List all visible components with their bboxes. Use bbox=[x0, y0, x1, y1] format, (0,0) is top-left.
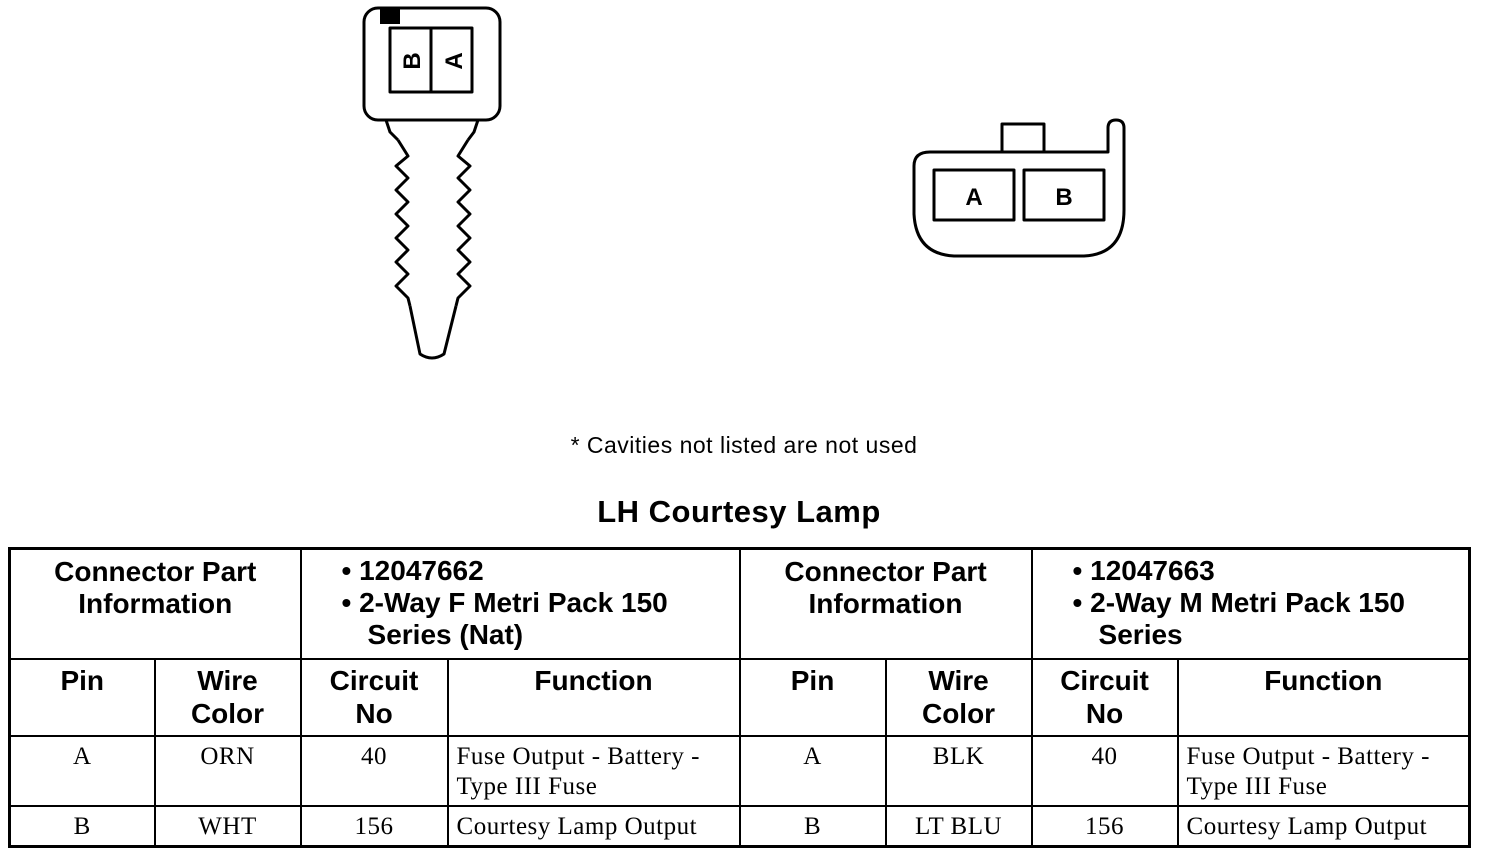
left-info-label: Connector Part Information bbox=[8, 547, 302, 660]
female-connector-drawing bbox=[362, 6, 502, 360]
right-row-b-wire-color: LT BLU bbox=[884, 804, 1033, 848]
table-row: A ORN 40 Fuse Output - Battery - Type II… bbox=[8, 734, 1471, 807]
left-row-a-function: Fuse Output - Battery - Type III Fuse bbox=[446, 734, 741, 807]
female-cavity-label-a: A bbox=[441, 52, 468, 69]
right-function-header: Function bbox=[1176, 657, 1471, 737]
left-wire-color-header: Wire Color bbox=[153, 657, 302, 737]
male-cavity-label-a: A bbox=[965, 184, 982, 211]
right-row-b-circuit-no: 156 bbox=[1030, 804, 1179, 848]
unused-cavities-note: * Cavities not listed are not used bbox=[570, 432, 918, 458]
right-row-b-pin: B bbox=[738, 804, 887, 848]
left-function-header: Function bbox=[446, 657, 741, 737]
female-cavity-label-b: B bbox=[399, 52, 426, 69]
connector-pinout-table: Connector Part Information • 12047662 • … bbox=[8, 547, 1472, 848]
left-part-description: • 2-Way F Metri Pack 150 Series (Nat) bbox=[341, 587, 668, 650]
right-part-info: • 12047663 • 2-Way M Metri Pack 150 Seri… bbox=[1030, 547, 1471, 660]
left-row-a-wire-color: ORN bbox=[153, 734, 302, 807]
table-title: LH Courtesy Lamp bbox=[597, 494, 881, 529]
right-part-number: • 12047663 bbox=[1072, 555, 1215, 586]
left-row-b-pin: B bbox=[8, 804, 156, 848]
left-row-b-circuit-no: 156 bbox=[299, 804, 449, 848]
left-part-info: • 12047662 • 2-Way F Metri Pack 150 Seri… bbox=[299, 547, 741, 660]
left-row-a-pin: A bbox=[8, 734, 156, 807]
male-connector-drawing bbox=[912, 118, 1126, 258]
column-header-row: Pin Wire Color Circuit No Function Pin W… bbox=[8, 657, 1471, 737]
right-circuit-no-header: Circuit No bbox=[1030, 657, 1179, 737]
male-cavity-label-b: B bbox=[1055, 184, 1072, 211]
right-wire-color-header: Wire Color bbox=[884, 657, 1033, 737]
right-part-description: • 2-Way M Metri Pack 150 Series bbox=[1072, 587, 1406, 650]
right-row-a-function: Fuse Output - Battery - Type III Fuse bbox=[1176, 734, 1471, 807]
pin-one-marker bbox=[380, 8, 400, 24]
right-pin-header: Pin bbox=[738, 657, 887, 737]
right-row-b-function: Courtesy Lamp Output bbox=[1176, 804, 1471, 848]
left-pin-header: Pin bbox=[8, 657, 156, 737]
right-row-a-pin: A bbox=[738, 734, 887, 807]
part-info-row: Connector Part Information • 12047662 • … bbox=[8, 547, 1471, 660]
left-row-b-wire-color: WHT bbox=[153, 804, 302, 848]
right-row-a-circuit-no: 40 bbox=[1030, 734, 1179, 807]
left-row-b-function: Courtesy Lamp Output bbox=[446, 804, 741, 848]
connector-illustrations: B A A B bbox=[362, 6, 1126, 360]
left-row-a-circuit-no: 40 bbox=[299, 734, 449, 807]
right-row-a-wire-color: BLK bbox=[884, 734, 1033, 807]
table-row: B WHT 156 Courtesy Lamp Output B LT BLU … bbox=[8, 804, 1471, 848]
left-circuit-no-header: Circuit No bbox=[299, 657, 449, 737]
left-part-number: • 12047662 bbox=[341, 555, 484, 586]
right-info-label: Connector Part Information bbox=[738, 547, 1033, 660]
